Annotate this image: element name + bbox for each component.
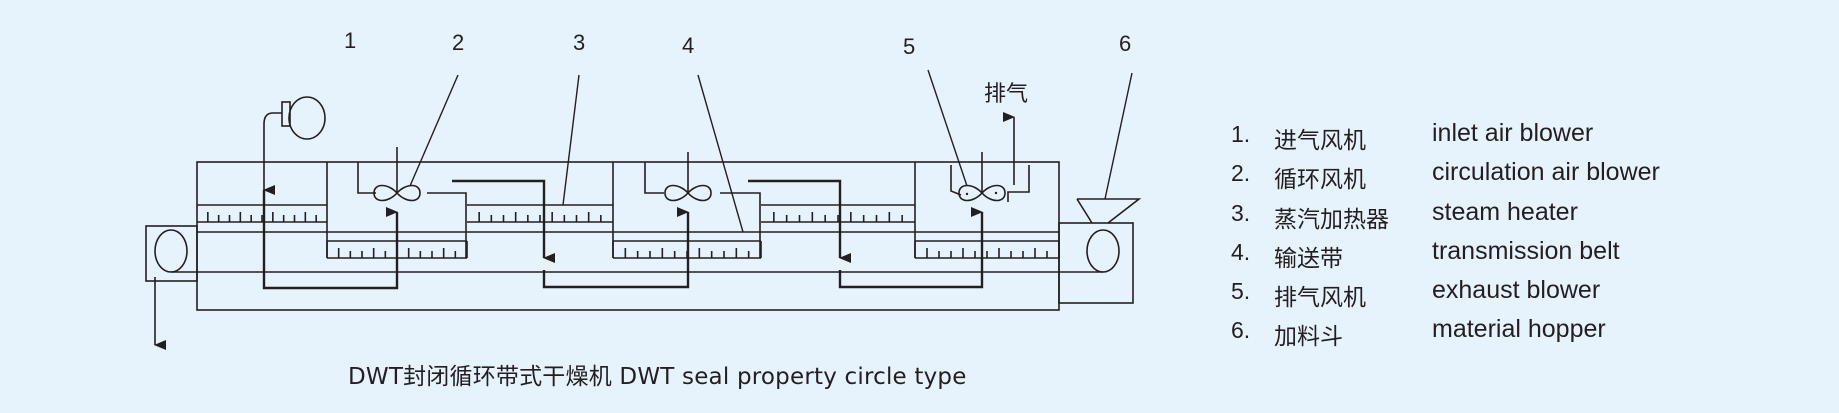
exhaust-blower: [950, 152, 1030, 202]
discharge-pulley: [154, 229, 188, 273]
exhaust-label: 排气: [984, 82, 1028, 107]
material-hopper: [1076, 198, 1142, 224]
part-label-1: 1: [344, 28, 356, 53]
leader-line-3: [562, 74, 580, 206]
legend-number: 2.: [1231, 160, 1251, 187]
legend-number: 1.: [1231, 121, 1251, 147]
leader-line-4: [697, 74, 744, 233]
part-label-6: 6: [1119, 31, 1131, 56]
part-label-3: 3: [573, 30, 585, 55]
inlet-duct-1: [262, 190, 399, 290]
part-label-5: 5: [903, 34, 915, 59]
circulation-blower-1: [357, 147, 555, 263]
feed-pulley: [1086, 229, 1120, 273]
legend-label-en: material hopper: [1432, 315, 1606, 344]
part-label-4: 4: [682, 33, 694, 58]
return-duct-3: [838, 207, 984, 289]
circulation-blower-2: [644, 152, 851, 263]
diagram-caption: DWT封闭循环带式干燥机 DWT seal property circle ty…: [348, 364, 967, 390]
legend-label-zh: 加料斗: [1274, 324, 1343, 351]
inlet-air-arrow: [263, 112, 282, 195]
legend-number: 3.: [1231, 199, 1251, 226]
feed-pulley-box: [1058, 222, 1134, 304]
legend-number: 5.: [1231, 278, 1251, 305]
legend-number: 4.: [1231, 238, 1251, 265]
legend-label-zh: 输送带: [1274, 245, 1343, 272]
leader-line-6: [1104, 72, 1133, 200]
legend-label-en: exhaust blower: [1432, 276, 1601, 305]
legend-number: 6.: [1231, 317, 1251, 344]
legend-label-zh: 排气风机: [1274, 285, 1366, 312]
legend-label-zh: 蒸汽加热器: [1274, 206, 1389, 233]
legend-label-en: inlet air blower: [1432, 119, 1594, 147]
discharge-pulley-box: [145, 225, 198, 282]
legend-label-en: circulation air blower: [1432, 158, 1660, 187]
leader-line-5: [927, 69, 968, 187]
part-label-2: 2: [452, 30, 464, 55]
legend-label-en: steam heater: [1432, 197, 1578, 226]
legend-label-zh: 进气风机: [1274, 128, 1366, 154]
inlet-air-blower: [288, 96, 326, 140]
return-duct-2: [542, 207, 690, 289]
legend-label-en: transmission belt: [1432, 236, 1620, 265]
legend-label-zh: 循环风机: [1274, 167, 1366, 194]
leader-line-2: [409, 74, 459, 187]
